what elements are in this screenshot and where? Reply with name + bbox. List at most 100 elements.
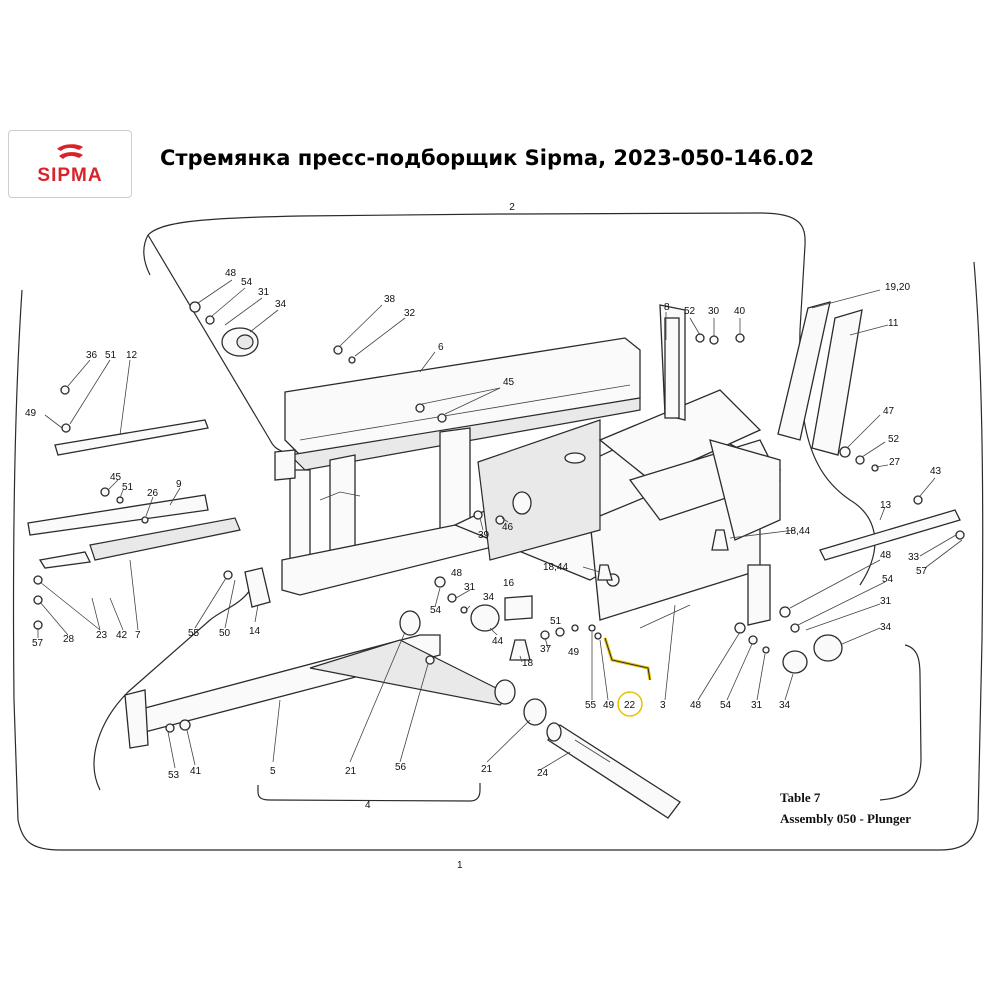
callout-1: 1 [457, 860, 463, 871]
callout-43: 43 [930, 466, 942, 477]
callout-6: 6 [438, 342, 444, 353]
bar-9 [27, 494, 241, 569]
callout-14: 14 [249, 626, 261, 637]
callout-34: 34 [880, 622, 892, 633]
callout-27: 27 [889, 457, 901, 468]
leader-lines [37, 279, 963, 771]
callout-16: 16 [503, 578, 515, 589]
callout-4: 4 [365, 800, 371, 811]
arm-5 [124, 610, 547, 749]
callout-51: 51 [105, 350, 117, 361]
callout-49: 49 [25, 408, 37, 419]
page-title: Стремянка пресс-подборщик Sipma, 2023-05… [160, 146, 815, 170]
callout-48: 48 [225, 268, 237, 279]
callout-48: 48 [880, 550, 892, 561]
callout-13: 13 [880, 500, 892, 511]
part-22 [604, 637, 651, 681]
callout-52: 52 [684, 306, 696, 317]
cone-18 [509, 529, 729, 661]
callout-2: 2 [509, 202, 515, 213]
bracket-14 [244, 567, 271, 608]
callout-50: 50 [219, 628, 231, 639]
callout-57: 57 [916, 566, 928, 577]
bracket-4-outline [257, 783, 481, 802]
callout-48: 48 [690, 700, 702, 711]
callout-28: 28 [63, 634, 75, 645]
callout-39: 39 [478, 530, 490, 541]
callout-3: 3 [660, 700, 666, 711]
callout-18-44: 18,44 [785, 526, 810, 537]
callout-44: 44 [492, 636, 504, 647]
callout-31: 31 [751, 700, 763, 711]
callout-49: 49 [568, 647, 580, 658]
roller-34 [221, 327, 843, 674]
callout-7: 7 [135, 630, 141, 641]
callout-21: 21 [481, 764, 493, 775]
callout-34: 34 [779, 700, 791, 711]
callout-49: 49 [603, 700, 615, 711]
callout-51: 51 [122, 482, 134, 493]
callout-19-20: 19,20 [885, 282, 910, 293]
callout-18-44: 18,44 [543, 562, 568, 573]
callout-34: 34 [275, 299, 287, 310]
callout-12: 12 [126, 350, 138, 361]
callout-51: 51 [550, 616, 562, 627]
callout-38: 38 [384, 294, 396, 305]
callout-26: 26 [147, 488, 159, 499]
callout-labels: 2 48 54 31 34 38 32 6 45 8 52 30 40 19,2… [25, 202, 942, 871]
callout-11: 11 [888, 318, 899, 329]
callout-47: 47 [883, 406, 895, 417]
sipma-logo: SIPMA [8, 130, 132, 198]
callout-37: 37 [540, 644, 552, 655]
callout-8: 8 [664, 302, 670, 313]
callout-46: 46 [502, 522, 514, 533]
bracket-left-outline [93, 589, 251, 791]
callout-55: 55 [585, 700, 597, 711]
callout-40: 40 [734, 306, 746, 317]
callout-54: 54 [882, 574, 894, 585]
callout-23: 23 [96, 630, 108, 641]
callout-36: 36 [86, 350, 98, 361]
bar-12 [54, 419, 209, 456]
callout-22: 22 [624, 700, 636, 711]
callout-5: 5 [270, 766, 276, 777]
logo-text: SIPMA [37, 165, 103, 186]
callout-42: 42 [116, 630, 128, 641]
part-22-callout-circle [617, 691, 643, 717]
callout-52: 52 [888, 434, 900, 445]
callout-34: 34 [483, 592, 495, 603]
callout-31: 31 [880, 596, 892, 607]
callout-53: 53 [168, 770, 180, 781]
callout-54: 54 [241, 277, 253, 288]
callout-55: 55 [188, 628, 200, 639]
table-caption-line1: Table 7 [780, 790, 821, 805]
callout-30: 30 [708, 306, 720, 317]
callout-31: 31 [464, 582, 476, 593]
callout-56: 56 [395, 762, 407, 773]
shaft-24 [546, 722, 681, 819]
frame-6 [274, 337, 641, 596]
callout-9: 9 [176, 479, 182, 490]
sipma-logo-mark-icon [57, 144, 83, 159]
callout-45: 45 [503, 377, 515, 388]
callout-48: 48 [451, 568, 463, 579]
callout-18: 18 [522, 658, 534, 669]
callout-32: 32 [404, 308, 416, 319]
callout-54: 54 [430, 605, 442, 616]
callout-21: 21 [345, 766, 357, 777]
callout-54: 54 [720, 700, 732, 711]
plate-3 [453, 304, 782, 626]
fasteners [33, 301, 965, 733]
bracket-16 [504, 595, 533, 621]
callout-24: 24 [537, 768, 549, 779]
bracket-1-outline [12, 261, 984, 851]
bar-13 [819, 509, 961, 561]
callout-57: 57 [32, 638, 44, 649]
bar-19-20 [777, 301, 831, 441]
callout-31: 31 [258, 287, 270, 298]
callout-45: 45 [110, 472, 122, 483]
callout-41: 41 [190, 766, 202, 777]
callout-33: 33 [908, 552, 920, 563]
bar-11 [811, 309, 863, 456]
